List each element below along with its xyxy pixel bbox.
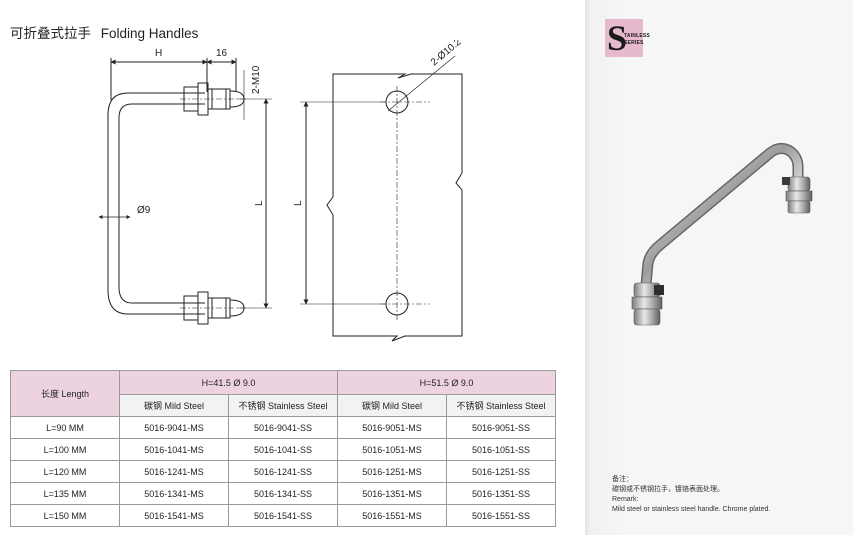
material-header: 不锈钢 Stainless Steel: [446, 394, 557, 417]
dim-rod-label: Ø9: [137, 205, 151, 216]
part-number-cell: 5016-1541-MS: [119, 504, 229, 527]
part-number-cell: 5016-1351-MS: [337, 482, 448, 505]
remark-cn-text: 碳钢或不锈钢拉手，镀铬表面处理。: [612, 486, 724, 493]
table-row: L=90 MM 5016-9041-MS 5016-9041-SS 5016-9…: [10, 416, 557, 439]
part-number-cell: 5016-1551-SS: [446, 504, 557, 527]
length-cell: L=150 MM: [10, 504, 120, 527]
material-header: 碳钢 Mild Steel: [119, 394, 229, 417]
product-side-panel: [585, 0, 853, 535]
part-number-cell: 5016-1541-SS: [227, 504, 339, 527]
logo-letter: S: [607, 18, 628, 58]
length-header: 长度 Length: [10, 370, 120, 417]
material-header: 碳钢 Mild Steel: [337, 394, 448, 417]
page-title: 可折叠式拉手 Folding Handles: [10, 22, 198, 42]
part-number-cell: 5016-1041-MS: [119, 438, 229, 461]
group-header-h41: H=41.5 Ø 9.0: [118, 370, 339, 395]
part-number-cell: 5016-1251-SS: [446, 460, 557, 483]
dim-h-label: H: [155, 48, 162, 59]
length-cell: L=135 MM: [10, 482, 120, 505]
part-number-cell: 5016-1051-MS: [337, 438, 448, 461]
dim-thread-label: 2-M10: [251, 65, 262, 94]
part-number-cell: 5016-1241-MS: [119, 460, 229, 483]
remark-en-label: Remark:: [612, 496, 639, 503]
material-header: 不锈钢 Stainless Steel: [227, 394, 339, 417]
part-number-cell: 5016-1551-MS: [337, 504, 448, 527]
technical-drawing: H 16 2-M10 Ø9 L 2-Ø10.2 L: [98, 40, 464, 342]
part-number-cell: 5016-9041-SS: [227, 416, 339, 439]
dim-16-label: 16: [216, 48, 228, 59]
table-row: L=120 MM 5016-1241-MS 5016-1241-SS 5016-…: [10, 460, 557, 483]
remark-note: 备注： 碳钢或不锈钢拉手，镀铬表面处理。 Remark: Mild steel …: [612, 475, 770, 515]
logo-line-1: TAINLESS: [624, 33, 650, 39]
part-number-cell: 5016-9041-MS: [119, 416, 229, 439]
title-cn: 可折叠式拉手: [10, 26, 91, 41]
handle-side-view: [98, 58, 272, 325]
length-cell: L=90 MM: [10, 416, 120, 439]
table-material-header-row: 碳钢 Mild Steel 不锈钢 Stainless Steel 碳钢 Mil…: [11, 394, 557, 417]
remark-cn-label: 备注：: [612, 476, 633, 483]
handle-product-photo: [631, 142, 813, 326]
part-number-cell: 5016-1251-MS: [337, 460, 448, 483]
part-number-cell: 5016-1341-SS: [227, 482, 339, 505]
length-cell: L=120 MM: [10, 460, 120, 483]
part-number-cell: 5016-1051-SS: [446, 438, 557, 461]
part-number-cell: 5016-9051-SS: [446, 416, 557, 439]
stainless-series-logo: S TAINLESS SERIES: [605, 18, 650, 58]
remark-en-text: Mild steel or stainless steel handle. Ch…: [612, 506, 771, 513]
table-row: L=150 MM 5016-1541-MS 5016-1541-SS 5016-…: [10, 504, 557, 527]
title-en: Folding Handles: [100, 26, 199, 41]
part-number-cell: 5016-1241-SS: [227, 460, 339, 483]
part-number-cell: 5016-1351-SS: [446, 482, 557, 505]
group-header-h51: H=51.5 Ø 9.0: [337, 370, 557, 395]
length-cell: L=100 MM: [10, 438, 120, 461]
dim-holes-label: 2-Ø10.2: [429, 40, 464, 68]
dim-l-handle-label: L: [254, 200, 265, 206]
part-number-cell: 5016-1341-MS: [119, 482, 229, 505]
logo-line-2: SERIES: [624, 40, 644, 46]
catalog-page: 可折叠式拉手 Folding Handles: [10, 22, 557, 527]
table-group-header-row: 长度 Length H=41.5 Ø 9.0 H=51.5 Ø 9.0: [10, 370, 557, 417]
part-number-table: 长度 Length H=41.5 Ø 9.0 H=51.5 Ø 9.0 碳钢 M…: [10, 370, 557, 527]
panel-hole-view: [300, 55, 463, 342]
table-row: L=135 MM 5016-1341-MS 5016-1341-SS 5016-…: [10, 482, 557, 505]
part-number-cell: 5016-1041-SS: [227, 438, 339, 461]
dim-l-panel-label: L: [293, 200, 304, 206]
table-row: L=100 MM 5016-1041-MS 5016-1041-SS 5016-…: [10, 438, 557, 461]
part-number-cell: 5016-9051-MS: [337, 416, 448, 439]
